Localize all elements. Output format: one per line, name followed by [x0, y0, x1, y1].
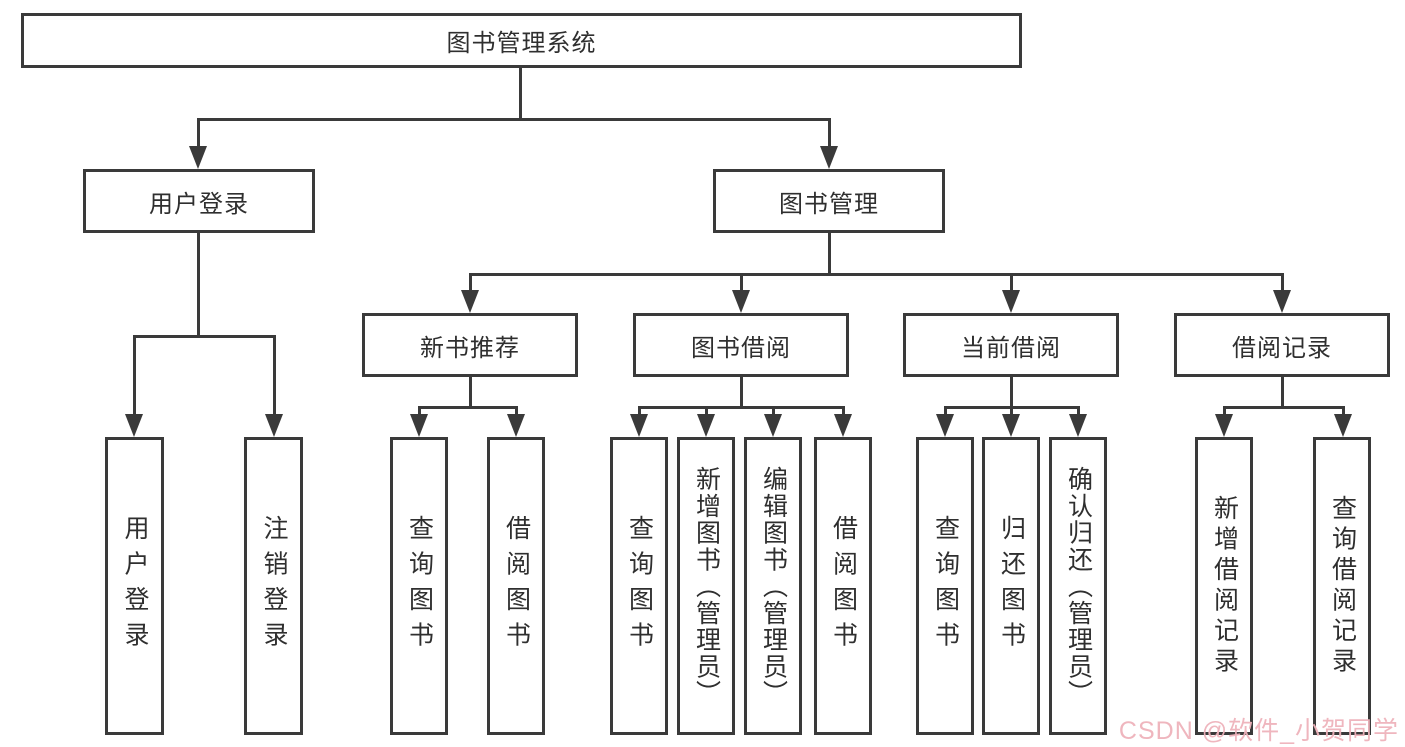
arrow-to-query-books-1 — [410, 414, 428, 437]
connector-user-login-stem — [197, 233, 200, 338]
connector-br-stem — [1281, 377, 1284, 409]
leaf-borrow-books-2: 借阅图书 — [814, 437, 872, 735]
arrow-to-current-borrow — [1002, 290, 1020, 313]
connector-g3-stem-1 — [638, 406, 641, 420]
connector-g3-stem-2 — [705, 406, 708, 420]
leaf-user-login-label: 用户登录 — [121, 515, 149, 657]
arrow-to-borrow-books-1 — [507, 414, 525, 437]
connector-g2-stem-2 — [515, 406, 518, 420]
connector-g1-junction — [133, 335, 276, 338]
arrow-to-return-books — [1002, 414, 1020, 437]
leaf-add-borrow-record: 新增借阅记录 — [1195, 437, 1253, 735]
arrow-to-add-books-admin — [697, 414, 715, 437]
leaf-query-books-3-label: 查询图书 — [931, 515, 960, 657]
connector-l3-stem-1 — [469, 273, 472, 294]
connector-g3-junction — [638, 406, 845, 409]
arrow-to-leaf-user-login — [125, 414, 143, 437]
leaf-add-books-admin-label: 新增图书（管理员） — [692, 465, 721, 707]
connector-g4-stem-1 — [944, 406, 947, 420]
node-user-login: 用户登录 — [83, 169, 315, 233]
node-user-login-label: 用户登录 — [149, 190, 249, 218]
leaf-return-books-label: 归还图书 — [997, 515, 1026, 657]
arrow-to-query-borrow-record — [1334, 414, 1352, 437]
connector-l3-stem-3 — [1010, 273, 1013, 294]
leaf-user-login: 用户登录 — [105, 437, 164, 735]
leaf-query-books-1-label: 查询图书 — [405, 515, 434, 657]
csdn-watermark: CSDN @软件_小贺同学 — [1118, 717, 1399, 745]
arrow-to-borrow-books-2 — [834, 414, 852, 437]
connector-g3-stem-3 — [772, 406, 775, 420]
leaf-query-books-3: 查询图书 — [916, 437, 974, 735]
connector-l2-right-stem — [828, 118, 831, 150]
connector-level3-junction — [469, 273, 1284, 276]
node-book-borrow-label: 图书借阅 — [691, 334, 791, 362]
leaf-query-borrow-record: 查询借阅记录 — [1313, 437, 1371, 735]
arrow-to-query-books-2 — [630, 414, 648, 437]
connector-nbr-stem — [469, 377, 472, 409]
node-new-book-recommend: 新书推荐 — [362, 313, 578, 377]
arrow-to-user-login — [189, 146, 207, 169]
node-book-management-label: 图书管理 — [779, 190, 879, 218]
connector-g4-stem-3 — [1077, 406, 1080, 420]
connector-g2-stem-1 — [418, 406, 421, 420]
node-current-borrow-label: 当前借阅 — [961, 334, 1061, 362]
connector-g1-right-stem — [273, 335, 276, 420]
node-borrow-records: 借阅记录 — [1174, 313, 1390, 377]
leaf-borrow-books-2-label: 借阅图书 — [829, 515, 858, 657]
node-root-label: 图书管理系统 — [446, 30, 597, 57]
leaf-confirm-return-admin-label: 确认归还（管理员） — [1064, 465, 1093, 707]
connector-g4-stem-2 — [1010, 406, 1013, 420]
leaf-add-books-admin: 新增图书（管理员） — [677, 437, 735, 735]
leaf-add-borrow-record-label: 新增借阅记录 — [1210, 494, 1239, 678]
connector-l3-stem-4 — [1281, 273, 1284, 294]
leaf-logout-label: 注销登录 — [260, 515, 288, 657]
node-new-book-recommend-label: 新书推荐 — [420, 334, 520, 362]
connector-g5-stem-1 — [1223, 406, 1226, 420]
arrow-to-confirm-return-admin — [1069, 414, 1087, 437]
arrow-to-new-book-recommend — [461, 290, 479, 313]
arrow-to-add-borrow-record — [1215, 414, 1233, 437]
arrow-to-book-management — [820, 146, 838, 169]
connector-g1-left-stem — [133, 335, 136, 420]
connector-l3-stem-2 — [740, 273, 743, 294]
arrow-to-book-borrow — [732, 290, 750, 313]
node-current-borrow: 当前借阅 — [903, 313, 1119, 377]
connector-book-mgmt-stem — [828, 233, 831, 276]
leaf-borrow-books-1: 借阅图书 — [487, 437, 545, 735]
connector-root-stem — [519, 68, 522, 121]
connector-cb-stem — [1010, 377, 1013, 409]
arrow-to-query-books-3 — [936, 414, 954, 437]
arrow-to-borrow-records — [1273, 290, 1291, 313]
leaf-query-borrow-record-label: 查询借阅记录 — [1328, 494, 1357, 678]
connector-bb-stem — [740, 377, 743, 409]
node-root: 图书管理系统 — [21, 13, 1022, 68]
leaf-query-books-1: 查询图书 — [390, 437, 448, 735]
arrow-to-leaf-logout — [265, 414, 283, 437]
connector-l2-left-stem — [197, 118, 200, 150]
leaf-query-books-2: 查询图书 — [610, 437, 668, 735]
node-borrow-records-label: 借阅记录 — [1232, 334, 1332, 362]
connector-g3-stem-4 — [842, 406, 845, 420]
leaf-query-books-2-label: 查询图书 — [625, 515, 654, 657]
leaf-edit-books-admin-label: 编辑图书（管理员） — [759, 465, 788, 707]
leaf-return-books: 归还图书 — [982, 437, 1040, 735]
connector-g5-junction — [1223, 406, 1345, 409]
leaf-confirm-return-admin: 确认归还（管理员） — [1049, 437, 1107, 735]
connector-g2-junction — [418, 406, 518, 409]
node-book-management: 图书管理 — [713, 169, 945, 233]
leaf-logout: 注销登录 — [244, 437, 303, 735]
leaf-edit-books-admin: 编辑图书（管理员） — [744, 437, 802, 735]
node-book-borrow: 图书借阅 — [633, 313, 849, 377]
arrow-to-edit-books-admin — [764, 414, 782, 437]
connector-level2-junction — [197, 118, 831, 121]
connector-g5-stem-2 — [1342, 406, 1345, 420]
leaf-borrow-books-1-label: 借阅图书 — [502, 515, 531, 657]
